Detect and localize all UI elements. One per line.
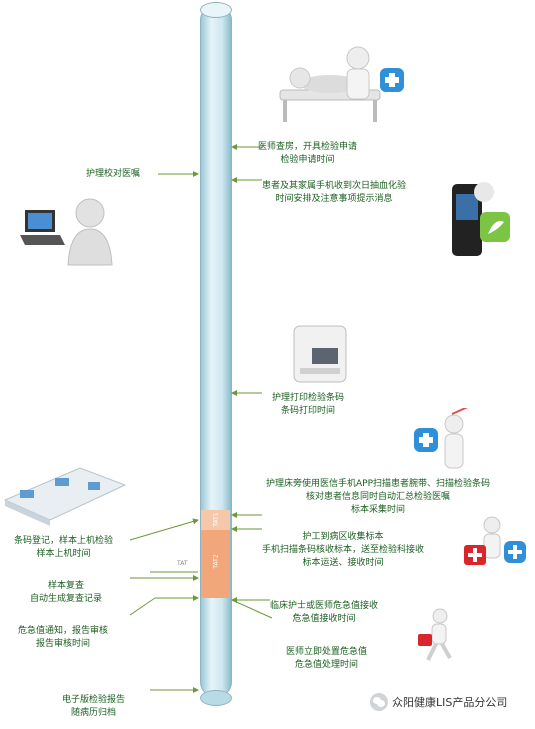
doctor-bed-icon: [279, 46, 404, 122]
smartphone-icon: [452, 182, 510, 256]
tat-side-label: TAT: [177, 560, 188, 567]
wechat-icon: [370, 693, 388, 711]
label-test-request: 医师查房，开具检验申请检验申请时间: [258, 142, 358, 165]
label-order-check: 护理校对医嘱: [86, 169, 141, 179]
watermark-text: 众阳健康LIS产品分公司: [392, 696, 508, 709]
test-tube-top: [200, 2, 232, 18]
label-critical-receive: 临床护士或医师危急值接收危急值接收时间: [270, 601, 379, 624]
running-medic-icon: [418, 608, 452, 661]
nurse-syringe-icon: [414, 408, 468, 469]
test-tube-bottom: [200, 690, 232, 706]
tat1-segment: TAT1: [201, 510, 230, 530]
label-sample-transport: 护工到病区收集标本手机扫描条码核收标本，送至检验科接收标本运送、接收时间: [262, 532, 425, 568]
label-patient-notification: 患者及其家属手机收到次日抽血化验时间安排及注意事项提示消息: [262, 181, 407, 204]
label-critical-handle: 医师立即处置危急值危急值处理时间: [286, 647, 368, 670]
label-printer-icon: [293, 325, 347, 383]
label-sample-collection: 护理床旁使用医信手机APP扫描患者腕带、扫描检验条码核对患者信息同时自动汇总检验…: [266, 479, 491, 515]
watermark: 众阳健康LIS产品分公司: [370, 693, 507, 711]
courier-icon: [464, 516, 526, 565]
lab-automation-icon: [3, 467, 127, 526]
label-sample-recheck: 样本复查自动生成复查记录: [30, 581, 103, 604]
laptop-user-icon: [20, 198, 113, 266]
label-sample-onboard: 条码登记，样本上机检验样本上机时间: [14, 536, 114, 559]
label-barcode-print: 护理打印检验条码条码打印时间: [272, 393, 345, 416]
label-report-audit: 危急值通知，报告审核报告审核时间: [18, 626, 109, 649]
tat2-segment: TAT2: [201, 530, 230, 598]
label-report-archive: 电子版检验报告随病历归档: [62, 695, 126, 718]
